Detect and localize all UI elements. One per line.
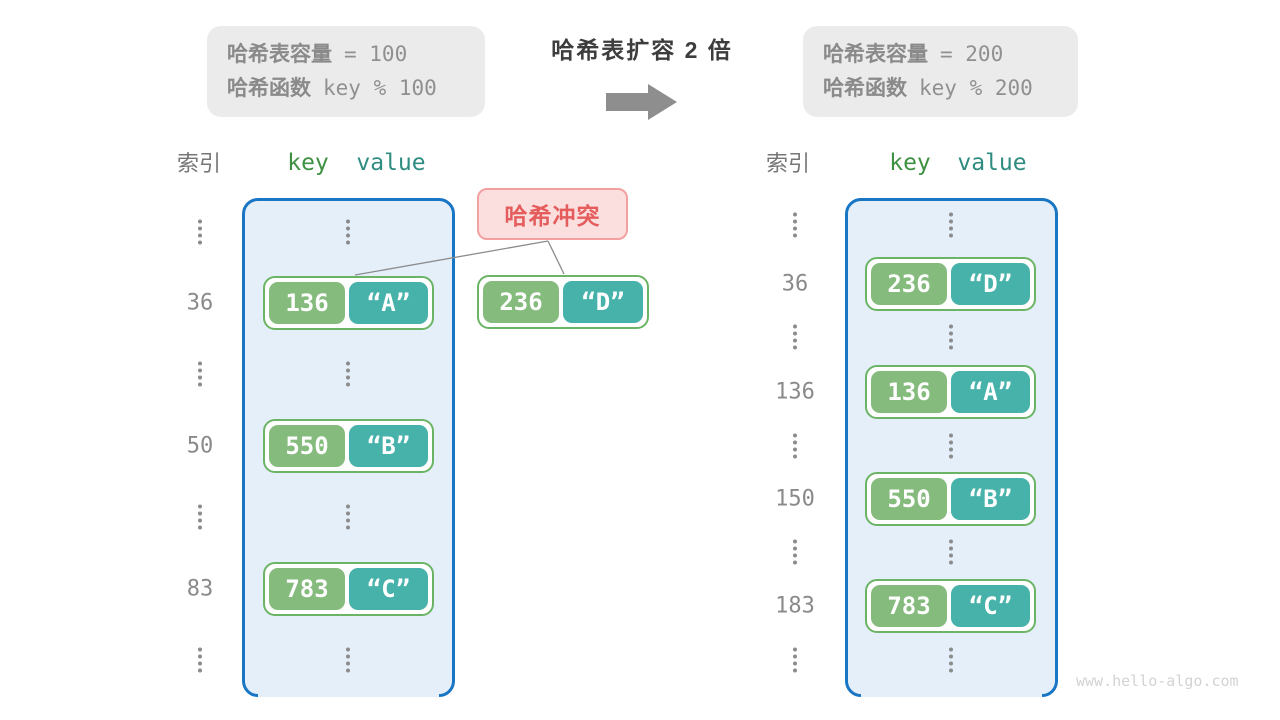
capacity-value: = 200 bbox=[940, 42, 1004, 66]
index-label: 136 bbox=[775, 379, 815, 405]
index-label: 83 bbox=[186, 576, 214, 602]
value-cell: “C” bbox=[349, 568, 428, 610]
index-label: 36 bbox=[781, 271, 809, 297]
capacity-label: 哈希表容量 bbox=[227, 43, 332, 66]
ellipsis-dots bbox=[346, 647, 350, 673]
key-cell: 550 bbox=[269, 425, 345, 467]
value-cell: “D” bbox=[951, 263, 1030, 305]
key-cell: 236 bbox=[871, 263, 947, 305]
hash-function-line: 哈希函数 key % 100 bbox=[227, 74, 465, 103]
capacity-line: 哈希表容量 = 200 bbox=[823, 40, 1058, 69]
value-cell: “A” bbox=[349, 282, 428, 324]
capacity-label: 哈希表容量 bbox=[823, 43, 928, 66]
right-value-header: value bbox=[957, 150, 1027, 176]
left-value-header: value bbox=[356, 150, 426, 176]
info-box-after: 哈希表容量 = 200 哈希函数 key % 200 bbox=[803, 26, 1078, 117]
value-cell: “C” bbox=[951, 585, 1030, 627]
ellipsis-dots bbox=[949, 647, 953, 673]
collision-connector-line bbox=[547, 240, 565, 275]
ellipsis-dots bbox=[198, 647, 202, 673]
kv-pair-236: 236 “D” bbox=[865, 257, 1036, 311]
left-index-header: 索引 bbox=[176, 151, 222, 176]
right-index-header: 索引 bbox=[765, 151, 811, 176]
value-cell: “B” bbox=[349, 425, 428, 467]
kv-pair-136: 136 “A” bbox=[865, 365, 1036, 419]
key-cell: 550 bbox=[871, 478, 947, 520]
ellipsis-dots bbox=[793, 212, 797, 238]
key-cell: 783 bbox=[269, 568, 345, 610]
hash-function-label: 哈希函数 bbox=[227, 77, 311, 100]
value-cell: “B” bbox=[951, 478, 1030, 520]
index-label: 36 bbox=[186, 290, 214, 316]
info-box-before: 哈希表容量 = 100 哈希函数 key % 100 bbox=[207, 26, 485, 117]
left-key-header: key bbox=[287, 150, 329, 176]
key-cell: 783 bbox=[871, 585, 947, 627]
hash-collision-label: 哈希冲突 bbox=[477, 188, 628, 240]
ellipsis-dots bbox=[793, 539, 797, 565]
hash-function-value: key % 100 bbox=[323, 76, 437, 100]
ellipsis-dots bbox=[346, 504, 350, 530]
hash-function-line: 哈希函数 key % 200 bbox=[823, 74, 1058, 103]
right-key-header: key bbox=[889, 150, 931, 176]
ellipsis-dots bbox=[949, 539, 953, 565]
hash-function-value: key % 200 bbox=[919, 76, 1033, 100]
ellipsis-dots bbox=[949, 212, 953, 238]
index-label: 183 bbox=[775, 593, 815, 619]
kv-pair-783: 783 “C” bbox=[865, 579, 1036, 633]
key-cell: 236 bbox=[483, 281, 559, 323]
ellipsis-dots bbox=[198, 504, 202, 530]
kv-pair-550: 550 “B” bbox=[865, 472, 1036, 526]
capacity-line: 哈希表容量 = 100 bbox=[227, 40, 465, 69]
index-label: 150 bbox=[775, 486, 815, 512]
key-cell: 136 bbox=[871, 371, 947, 413]
ellipsis-dots bbox=[793, 433, 797, 459]
ellipsis-dots bbox=[346, 361, 350, 387]
key-cell: 136 bbox=[269, 282, 345, 324]
kv-pair-236-floating: 236 “D” bbox=[477, 275, 649, 329]
kv-pair-136: 136 “A” bbox=[263, 276, 434, 330]
kv-pair-550: 550 “B” bbox=[263, 419, 434, 473]
ellipsis-dots bbox=[949, 324, 953, 350]
right-block-arrow-icon bbox=[606, 84, 677, 120]
watermark: www.hello-algo.com bbox=[1076, 672, 1239, 690]
capacity-value: = 100 bbox=[344, 42, 408, 66]
value-cell: “D” bbox=[563, 281, 643, 323]
ellipsis-dots bbox=[346, 219, 350, 245]
ellipsis-dots bbox=[198, 219, 202, 245]
index-label: 50 bbox=[186, 433, 214, 459]
transition-title: 哈希表扩容 2 倍 bbox=[551, 37, 733, 63]
ellipsis-dots bbox=[949, 433, 953, 459]
ellipsis-dots bbox=[793, 324, 797, 350]
kv-pair-783: 783 “C” bbox=[263, 562, 434, 616]
ellipsis-dots bbox=[793, 647, 797, 673]
value-cell: “A” bbox=[951, 371, 1030, 413]
ellipsis-dots bbox=[198, 361, 202, 387]
hash-function-label: 哈希函数 bbox=[823, 77, 907, 100]
